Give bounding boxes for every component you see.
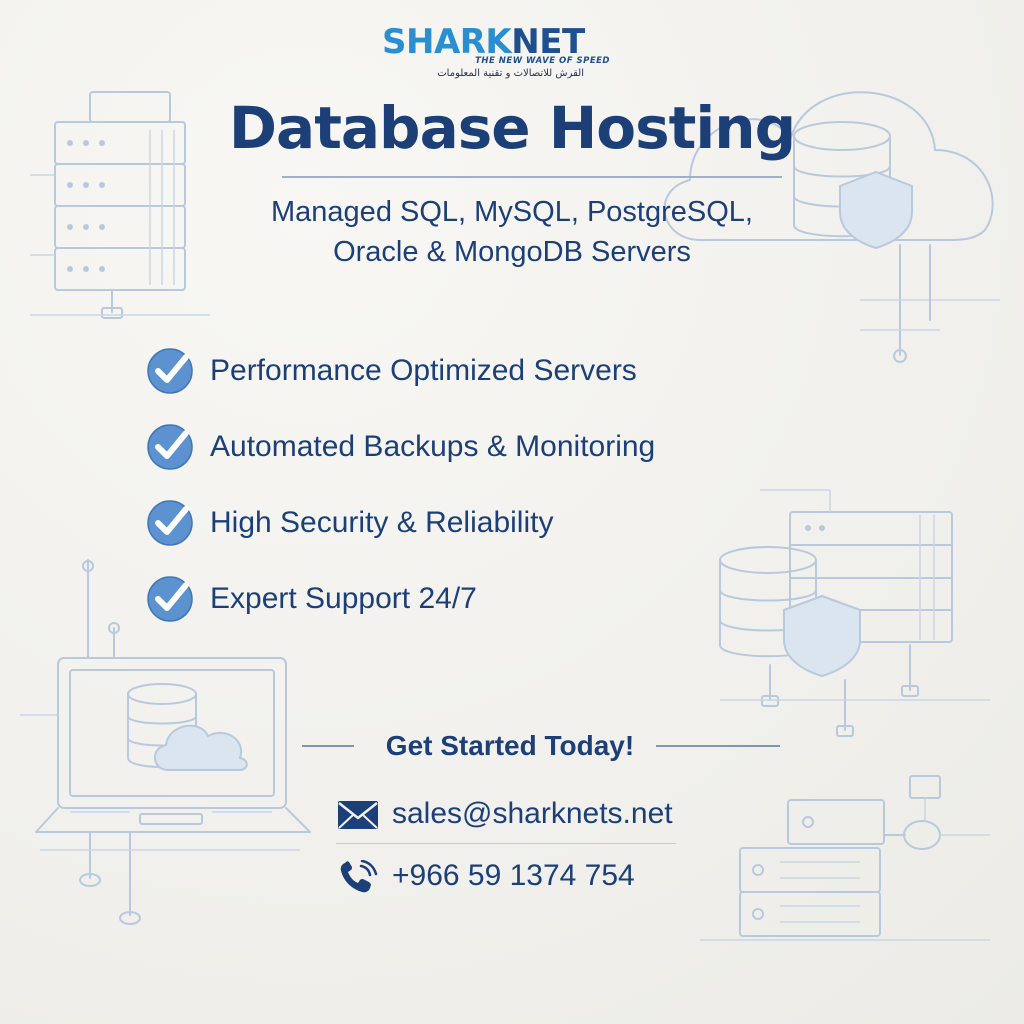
feature-item: Performance Optimized Servers: [146, 347, 786, 423]
cta-divider-left: [302, 745, 354, 747]
cta-heading: Get Started Today!: [385, 730, 635, 761]
subtitle-line-1: Managed SQL, MySQL, PostgreSQL,: [271, 196, 753, 228]
feature-label: High Security & Reliability: [210, 506, 554, 539]
check-circle-icon: [147, 424, 193, 470]
contact-divider: [336, 843, 676, 844]
logo-part-net: NET: [511, 22, 585, 62]
brand-logo: SHARKNET THE NEW WAVE OF SPEED القرش للا…: [380, 24, 640, 84]
check-circle-icon: [147, 500, 193, 546]
page-title: Database Hosting: [228, 94, 796, 162]
server-rack-illustration: [30, 91, 210, 319]
logo-tagline: THE NEW WAVE OF SPEED: [475, 56, 610, 66]
feature-label: Performance Optimized Servers: [210, 354, 637, 387]
feature-label: Expert Support 24/7: [210, 582, 477, 615]
feature-label: Automated Backups & Monitoring: [210, 430, 656, 463]
feature-item: Automated Backups & Monitoring: [146, 423, 786, 499]
logo-arabic-tagline: القرش للاتصالات و تقنية المعلومات: [437, 68, 584, 79]
subtitle-line-2: Oracle & MongoDB Servers: [333, 236, 691, 268]
feature-item: High Security & Reliability: [146, 499, 786, 575]
cta-divider-right: [656, 745, 780, 747]
page-subtitle: Managed SQL, MySQL, PostgreSQL, Oracle &…: [180, 192, 844, 272]
title-divider: [282, 176, 782, 178]
laptop-illustration: [20, 559, 311, 925]
feature-list: Performance Optimized Servers Automated …: [146, 347, 786, 651]
server-stack-illustration: [700, 775, 990, 941]
logo-part-shark: SHARK: [382, 22, 512, 62]
contact-phone[interactable]: +966 59 1374 754: [336, 856, 696, 896]
feature-item: Expert Support 24/7: [146, 575, 786, 651]
phone-icon: [340, 860, 378, 893]
check-circle-icon: [147, 576, 193, 622]
logo-wordmark: SHARKNET: [382, 24, 585, 60]
contact-email[interactable]: sales@sharknets.net: [336, 794, 696, 834]
envelope-icon: [338, 801, 378, 829]
check-circle-icon: [147, 348, 193, 394]
email-link[interactable]: sales@sharknets.net: [392, 797, 673, 830]
phone-link[interactable]: +966 59 1374 754: [392, 859, 635, 892]
secure-server-illustration: [719, 489, 990, 737]
cloud-database-illustration: [663, 91, 1000, 363]
